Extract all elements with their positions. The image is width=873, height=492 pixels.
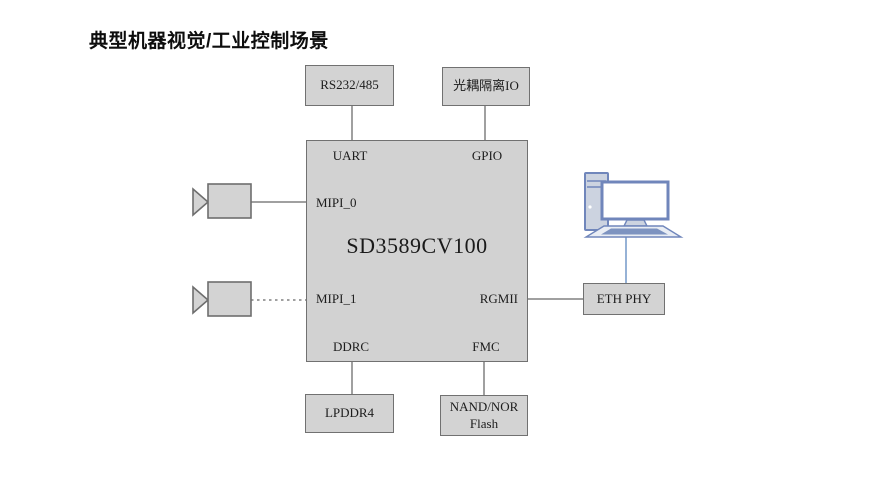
camera-body — [207, 183, 252, 219]
chip-name-label: SD3589CV100 — [346, 233, 488, 258]
camera-1-icon — [192, 281, 252, 317]
box-flash-label-line2: Flash — [469, 415, 499, 431]
monitor-stand — [622, 219, 649, 227]
camera-0-icon — [192, 183, 252, 219]
chip-sd3589cv100: UART GPIO MIPI_0 MIPI_1 RGMII DDRC FMC S… — [306, 140, 528, 362]
box-rs232-485-label: RS232/485 — [320, 77, 379, 93]
port-mipi-1: MIPI_1 — [316, 291, 357, 306]
box-lpddr4-label: LPDDR4 — [324, 405, 375, 421]
port-ddrc: DDRC — [332, 339, 370, 354]
box-flash-label-line1: NAND/NOR — [449, 398, 519, 414]
port-rgmii: RGMII — [479, 291, 518, 306]
box-opto-isolated-io: 光耦隔离IO — [442, 67, 530, 106]
desktop-computer-icon — [583, 172, 684, 238]
camera-body — [207, 281, 252, 317]
box-eth-phy: ETH PHY — [583, 283, 665, 315]
box-rs232-485: RS232/485 — [305, 65, 394, 106]
box-opto-isolated-io-label: 光耦隔离IO — [453, 78, 519, 94]
port-uart: UART — [332, 148, 368, 163]
box-lpddr4: LPDDR4 — [305, 394, 394, 433]
monitor-icon — [600, 180, 670, 221]
port-gpio: GPIO — [471, 148, 503, 163]
port-fmc: FMC — [472, 339, 500, 354]
diagram-title: 典型机器视觉/工业控制场景 — [89, 31, 329, 52]
keyboard-keys — [601, 228, 668, 235]
connection-lines — [251, 106, 583, 395]
box-eth-phy-label: ETH PHY — [596, 290, 652, 306]
tower-power-button — [588, 205, 592, 209]
port-mipi-0: MIPI_0 — [316, 195, 357, 210]
camera-lens — [192, 285, 210, 315]
box-nand-nor-flash: NAND/NOR Flash — [440, 395, 528, 436]
camera-lens — [192, 187, 210, 217]
